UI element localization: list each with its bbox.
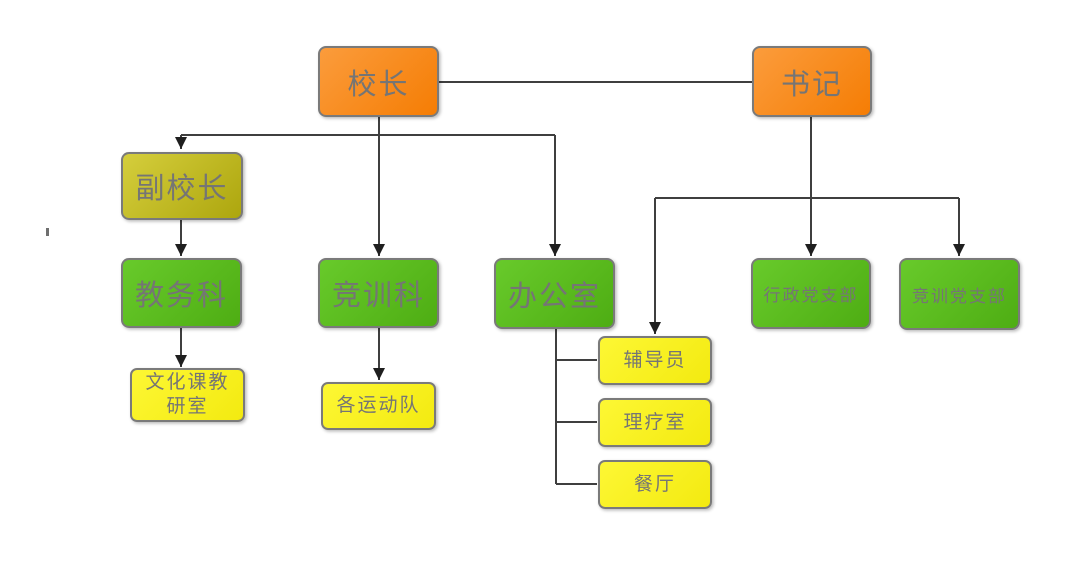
node-label: 行政党支部 [763,286,859,305]
node-label: 餐厅 [633,473,676,495]
node-sports-teams: 各运动队 [321,382,436,430]
node-office: 办公室 [494,258,615,329]
node-counselor: 辅导员 [598,336,712,385]
node-label: 各运动队 [336,395,421,416]
node-label: 文化课教 研室 [145,372,230,417]
node-label: 书记 [780,68,843,101]
node-label: 副校长 [135,173,229,205]
stray-mark [46,228,49,236]
node-vice-principal: 副校长 [121,152,243,220]
node-culture-teaching-office: 文化课教 研室 [130,368,245,422]
node-competition-party-branch: 竞训党支部 [899,258,1020,330]
node-principal: 校长 [318,46,439,117]
node-secretary: 书记 [752,46,872,117]
node-label: 理疗室 [623,411,687,433]
node-competition-training: 竞训科 [318,258,439,328]
node-label: 教务科 [134,280,228,312]
node-canteen: 餐厅 [598,460,712,509]
node-admin-party-branch: 行政党支部 [751,258,871,329]
node-label: 竞训科 [331,280,425,312]
node-label: 校长 [347,68,410,101]
node-physiotherapy-room: 理疗室 [598,398,712,447]
node-label: 竞训党支部 [912,286,1007,306]
node-label: 辅导员 [623,349,687,371]
node-label: 办公室 [507,280,601,313]
node-academic-affairs: 教务科 [121,258,242,328]
